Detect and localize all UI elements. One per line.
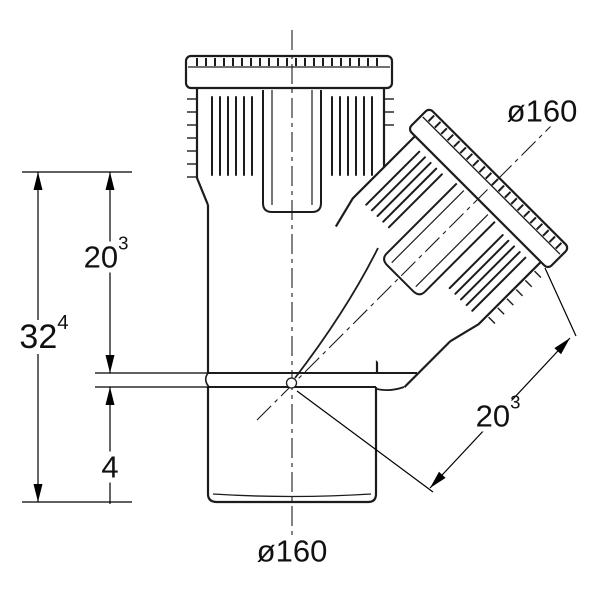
label-dim-total: 324 <box>16 312 72 354</box>
label-diameter-bottom: ø160 <box>253 535 331 567</box>
outer-ticks-right <box>385 98 394 126</box>
label-diameter-branch: ø160 <box>503 95 581 127</box>
branch-center-pocket <box>383 182 496 296</box>
bottom-spigot <box>206 387 378 504</box>
dim-arrows <box>33 172 570 502</box>
socket-ribs-right <box>331 96 373 176</box>
socket-ribs-left <box>211 96 253 176</box>
centerlines <box>256 30 569 546</box>
branch-centerline <box>256 108 569 421</box>
branch-outer-ticks <box>488 270 542 324</box>
branch-ribs-left <box>365 150 443 229</box>
label-dim-branch: 203 <box>472 393 524 432</box>
axis-intersection-mark <box>285 377 298 389</box>
branch-rim-ticks <box>427 114 563 250</box>
branch-ribs-right <box>448 234 527 312</box>
outer-ticks-left <box>187 98 196 178</box>
label-dim-spigot: 4 <box>98 451 122 483</box>
top-socket <box>184 54 394 213</box>
label-dim-upper: 203 <box>80 234 132 273</box>
saddle-curve <box>294 247 379 379</box>
